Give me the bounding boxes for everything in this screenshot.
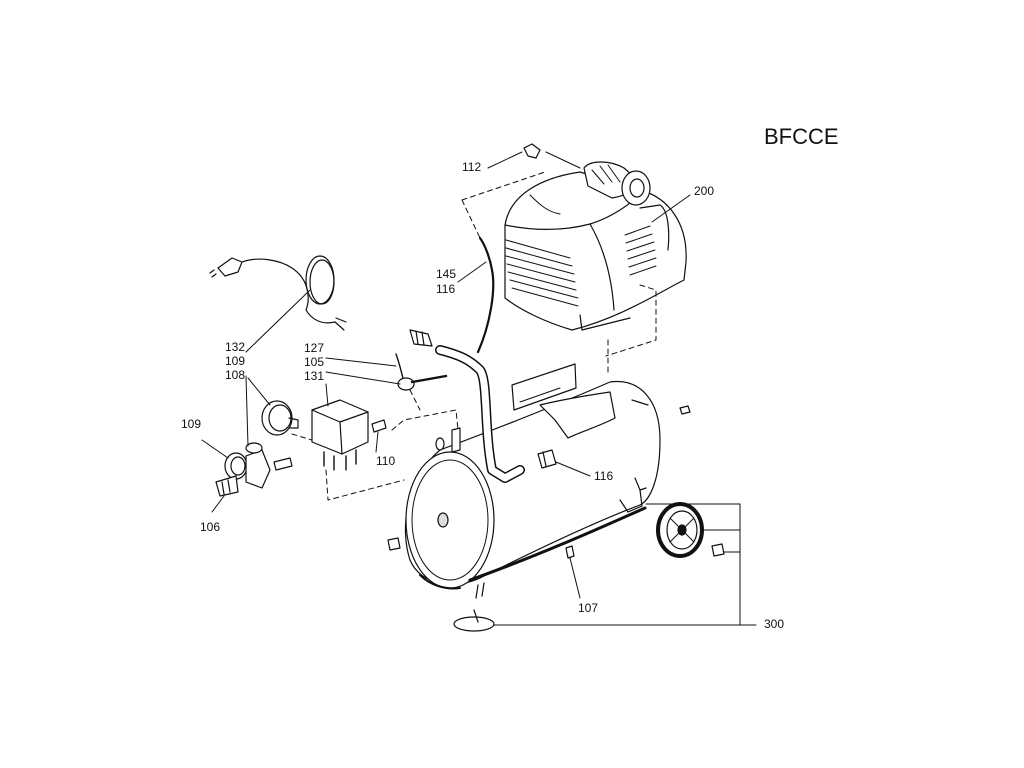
wheel <box>453 502 725 632</box>
part-label-109-lower: 109 <box>181 417 202 431</box>
diagram-title: BFCCE <box>764 124 839 149</box>
motor-pump-unit <box>504 161 687 331</box>
part-label-107: 107 <box>578 601 599 615</box>
part-label-116-lower: 116 <box>594 469 614 483</box>
outlet-pipe <box>476 236 495 354</box>
part-label-127: 127 <box>304 341 325 355</box>
leader-lines <box>201 151 757 626</box>
part-label-112: 112 <box>462 160 482 174</box>
pressure-switch <box>311 399 369 471</box>
part-label-116-upper: 116 <box>436 282 456 296</box>
part-label-105: 105 <box>304 355 325 369</box>
part-label-132: 132 <box>225 340 246 354</box>
part-label-131: 131 <box>304 369 325 383</box>
part-label-108: 108 <box>225 368 246 382</box>
part-label-106: 106 <box>200 520 221 534</box>
pressure-gauge <box>261 400 299 436</box>
part-label-200: 200 <box>694 184 715 198</box>
mounting-bracket <box>511 363 616 439</box>
power-cord <box>209 255 347 331</box>
part-label-300: 300 <box>764 617 785 631</box>
air-tank <box>404 380 661 599</box>
part-label-110: 110 <box>376 454 396 468</box>
regulator <box>215 442 271 497</box>
assembly-lines <box>291 171 657 501</box>
part-label-145: 145 <box>436 267 457 281</box>
fittings <box>273 143 691 559</box>
part-label-109-upper: 109 <box>225 354 246 368</box>
